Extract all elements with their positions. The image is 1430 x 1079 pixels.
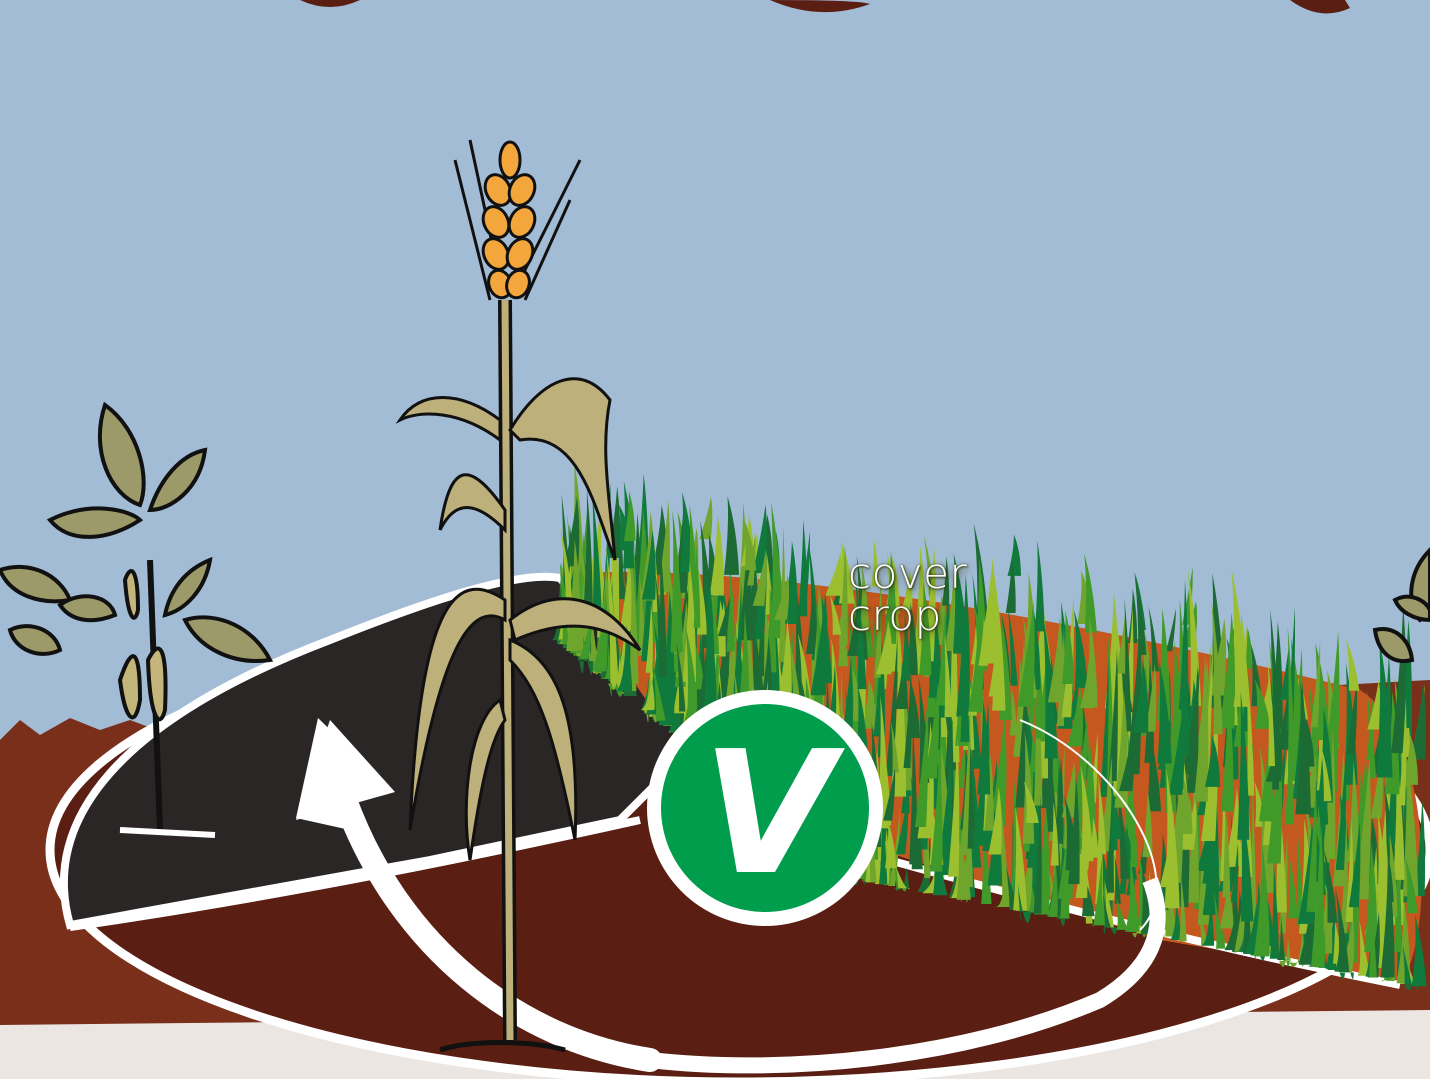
label-line-1: cover <box>848 553 967 595</box>
cover-crop-label: cover crop <box>848 553 967 637</box>
badge-symbol: V <box>702 715 845 913</box>
label-line-2: crop <box>848 595 967 637</box>
check-badge-icon: V <box>647 690 883 926</box>
